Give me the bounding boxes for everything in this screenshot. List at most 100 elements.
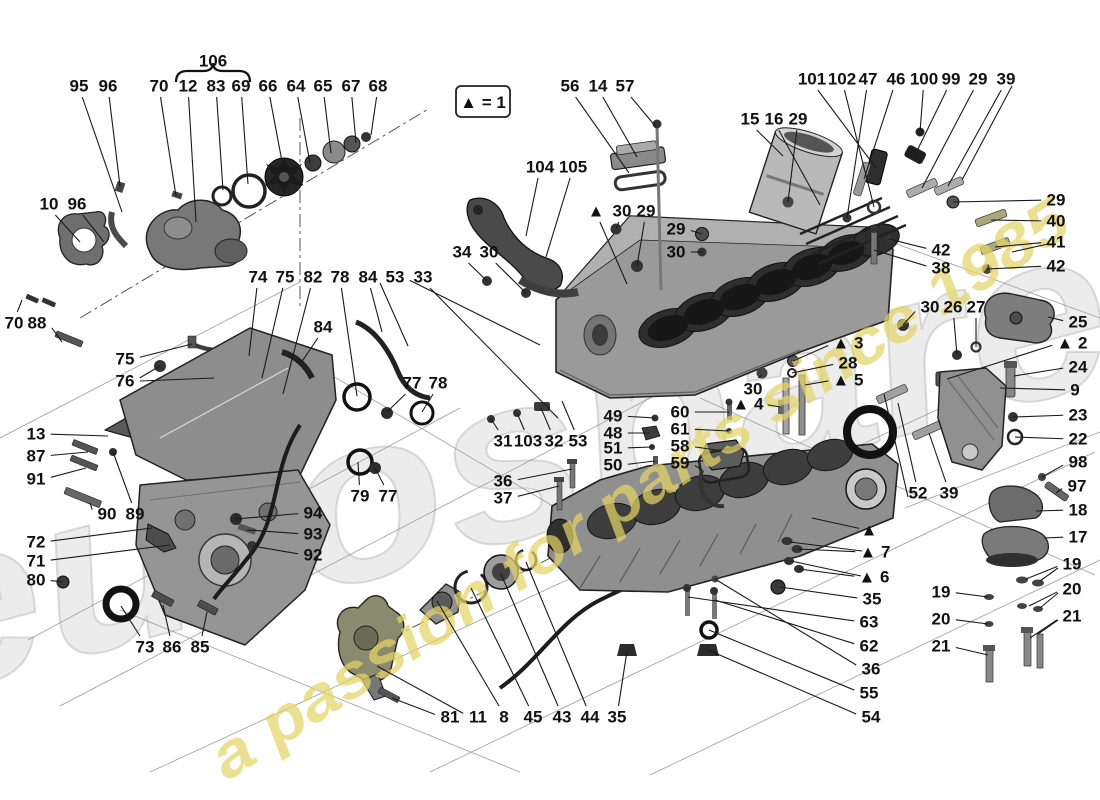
part-label-40: 40 (1047, 212, 1066, 231)
part-label-67: 67 (342, 77, 361, 96)
leader-line (952, 199, 1042, 203)
part-label-60: 60 (671, 403, 690, 422)
part-label-30: 30 (613, 202, 632, 221)
main-bearing-studs (756, 355, 806, 436)
leader-line (797, 548, 856, 553)
leader-line (139, 343, 193, 358)
part-label-76: 76 (116, 372, 135, 391)
part-label-64: 64 (287, 77, 306, 96)
leader-line (409, 279, 541, 346)
part-label-97: 97 (1068, 477, 1087, 496)
leader-line (374, 467, 385, 486)
part-label-▲2: ▲ 2 (1056, 334, 1087, 353)
part-label-84: 84 (359, 268, 378, 287)
part-label-▲4: ▲ 4 (732, 395, 764, 414)
part-label-94: 94 (304, 504, 323, 523)
leader-line (779, 586, 858, 599)
part-label-27: 27 (967, 298, 986, 317)
part-label-51: 51 (604, 439, 623, 458)
leader-line (714, 578, 857, 666)
oil-pump-assembly (336, 548, 538, 703)
part-label-100: 100 (910, 70, 938, 89)
leader-line (525, 561, 587, 707)
leader-line (421, 393, 434, 413)
part-label-32: 32 (545, 432, 564, 451)
leader-line (999, 387, 1066, 391)
leader-line (790, 560, 862, 577)
part-label-19: 19 (932, 583, 951, 602)
legend-label: ▲ = 1 (460, 93, 506, 112)
leader-line (1029, 619, 1058, 639)
part-label-28: 28 (839, 354, 858, 373)
part-label-79: 79 (351, 487, 370, 506)
leader-line (694, 464, 703, 471)
part-label-105: 105 (559, 158, 587, 177)
leader-line (1013, 367, 1064, 377)
leader-line (615, 221, 620, 230)
leader-line (994, 242, 1042, 248)
leader-line (636, 221, 645, 267)
leader-line (955, 592, 989, 598)
leader-line (500, 573, 559, 707)
leader-line (953, 317, 958, 356)
leader-line (495, 262, 527, 294)
leader-line (863, 89, 894, 180)
part-label-98: 98 (1069, 453, 1088, 472)
part-label-85: 85 (191, 638, 210, 657)
legend: ▲ = 1 (455, 85, 511, 118)
part-label-101: 101 (798, 70, 826, 89)
leader-line (955, 619, 989, 625)
leader-line (54, 214, 81, 243)
part-label-▲7: ▲ 7 (859, 543, 890, 562)
leader-line (694, 428, 730, 432)
part-label-77: 77 (379, 487, 398, 506)
part-label-78: 78 (331, 268, 350, 287)
leader-line (357, 461, 360, 486)
part-label-80: 80 (27, 571, 46, 590)
part-label-74: 74 (249, 268, 268, 287)
part-label-102: 102 (828, 70, 856, 89)
leader-line (756, 129, 784, 157)
part-label-23: 23 (1069, 406, 1088, 425)
part-label-71: 71 (27, 552, 46, 571)
leader-line (804, 380, 829, 386)
part-label-24: 24 (1069, 358, 1088, 377)
engine-bracket (466, 197, 579, 298)
part-label-58: 58 (671, 437, 690, 456)
leader-line (902, 311, 916, 326)
part-label-8: 8 (499, 708, 508, 727)
leader-line (235, 513, 299, 520)
part-label-42: 42 (1047, 257, 1066, 276)
leader-line (261, 287, 284, 379)
part-label-66: 66 (259, 77, 278, 96)
leader-line (545, 177, 571, 258)
leader-line (82, 214, 105, 243)
leader-line (789, 541, 863, 552)
part-label-19: 19 (1063, 555, 1082, 574)
part-label-46: 46 (887, 70, 906, 89)
part-label-104: 104 (526, 158, 555, 177)
leader-line (846, 89, 868, 219)
part-label-42: 42 (932, 241, 951, 260)
leader-line (50, 580, 64, 583)
leader-line (525, 177, 539, 237)
leader-line (897, 402, 917, 483)
leader-line (246, 529, 299, 535)
part-label-62: 62 (860, 637, 879, 656)
leader-line (561, 400, 575, 431)
part-label-90: 90 (98, 505, 117, 524)
part-label-86: 86 (163, 638, 182, 657)
leader-line (617, 650, 628, 707)
part-label-75: 75 (116, 350, 135, 369)
part-label-56: 56 (561, 77, 580, 96)
leader-line (517, 485, 560, 497)
part-label-14: 14 (589, 77, 608, 96)
part-label-30: 30 (480, 243, 499, 262)
part-label-75: 75 (276, 268, 295, 287)
leader-line (120, 605, 141, 637)
leader-line (1039, 592, 1059, 609)
leader-line (947, 89, 1002, 187)
leader-line (81, 96, 123, 213)
leader-line (51, 327, 63, 343)
